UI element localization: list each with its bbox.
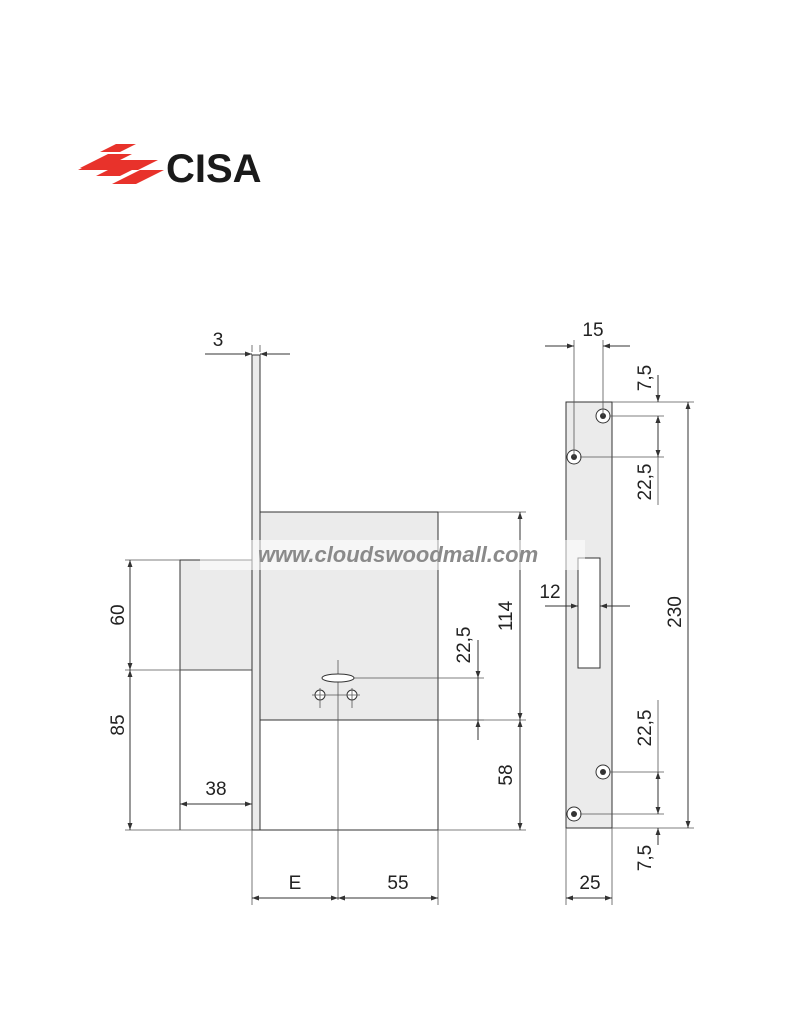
dim-strike-hole-spacing-top: 22,5: [635, 464, 656, 501]
dim-strike-hole-spacing-bottom: 22,5: [635, 710, 656, 747]
dim-lower-height: 58: [496, 764, 517, 785]
dim-strike-bottom-offset: 7,5: [635, 845, 656, 871]
dim-bolt-projection: 38: [205, 779, 226, 800]
watermark: www.cloudswoodmall.com: [258, 542, 538, 567]
cisa-logo-stripes-icon: [78, 144, 164, 184]
dim-bolt-spacing: 22,5: [454, 627, 475, 664]
bolt-block: [179, 559, 253, 671]
dim-case-height: 114: [496, 600, 517, 631]
dim-strike-width-top: 15: [582, 320, 603, 341]
dim-faceplate-thickness: 3: [213, 330, 224, 351]
dim-left-lower: 85: [108, 714, 129, 735]
dim-strike-height: 230: [665, 596, 686, 628]
dim-strike-width-bottom: 25: [579, 873, 600, 894]
dim-backset-label: E: [289, 873, 302, 894]
faceplate: [251, 354, 261, 831]
dim-strike-top-offset: 7,5: [635, 365, 656, 391]
watermark-band: [200, 540, 585, 570]
dim-backset-value: 55: [387, 873, 408, 894]
keyhole: [312, 660, 484, 900]
logo-text: CISA: [166, 147, 262, 191]
cisa-logo: CISA: [78, 144, 262, 191]
dim-strike-slot: 12: [539, 582, 560, 603]
strike-slot: [577, 557, 601, 669]
dim-left-upper: 60: [108, 604, 129, 625]
